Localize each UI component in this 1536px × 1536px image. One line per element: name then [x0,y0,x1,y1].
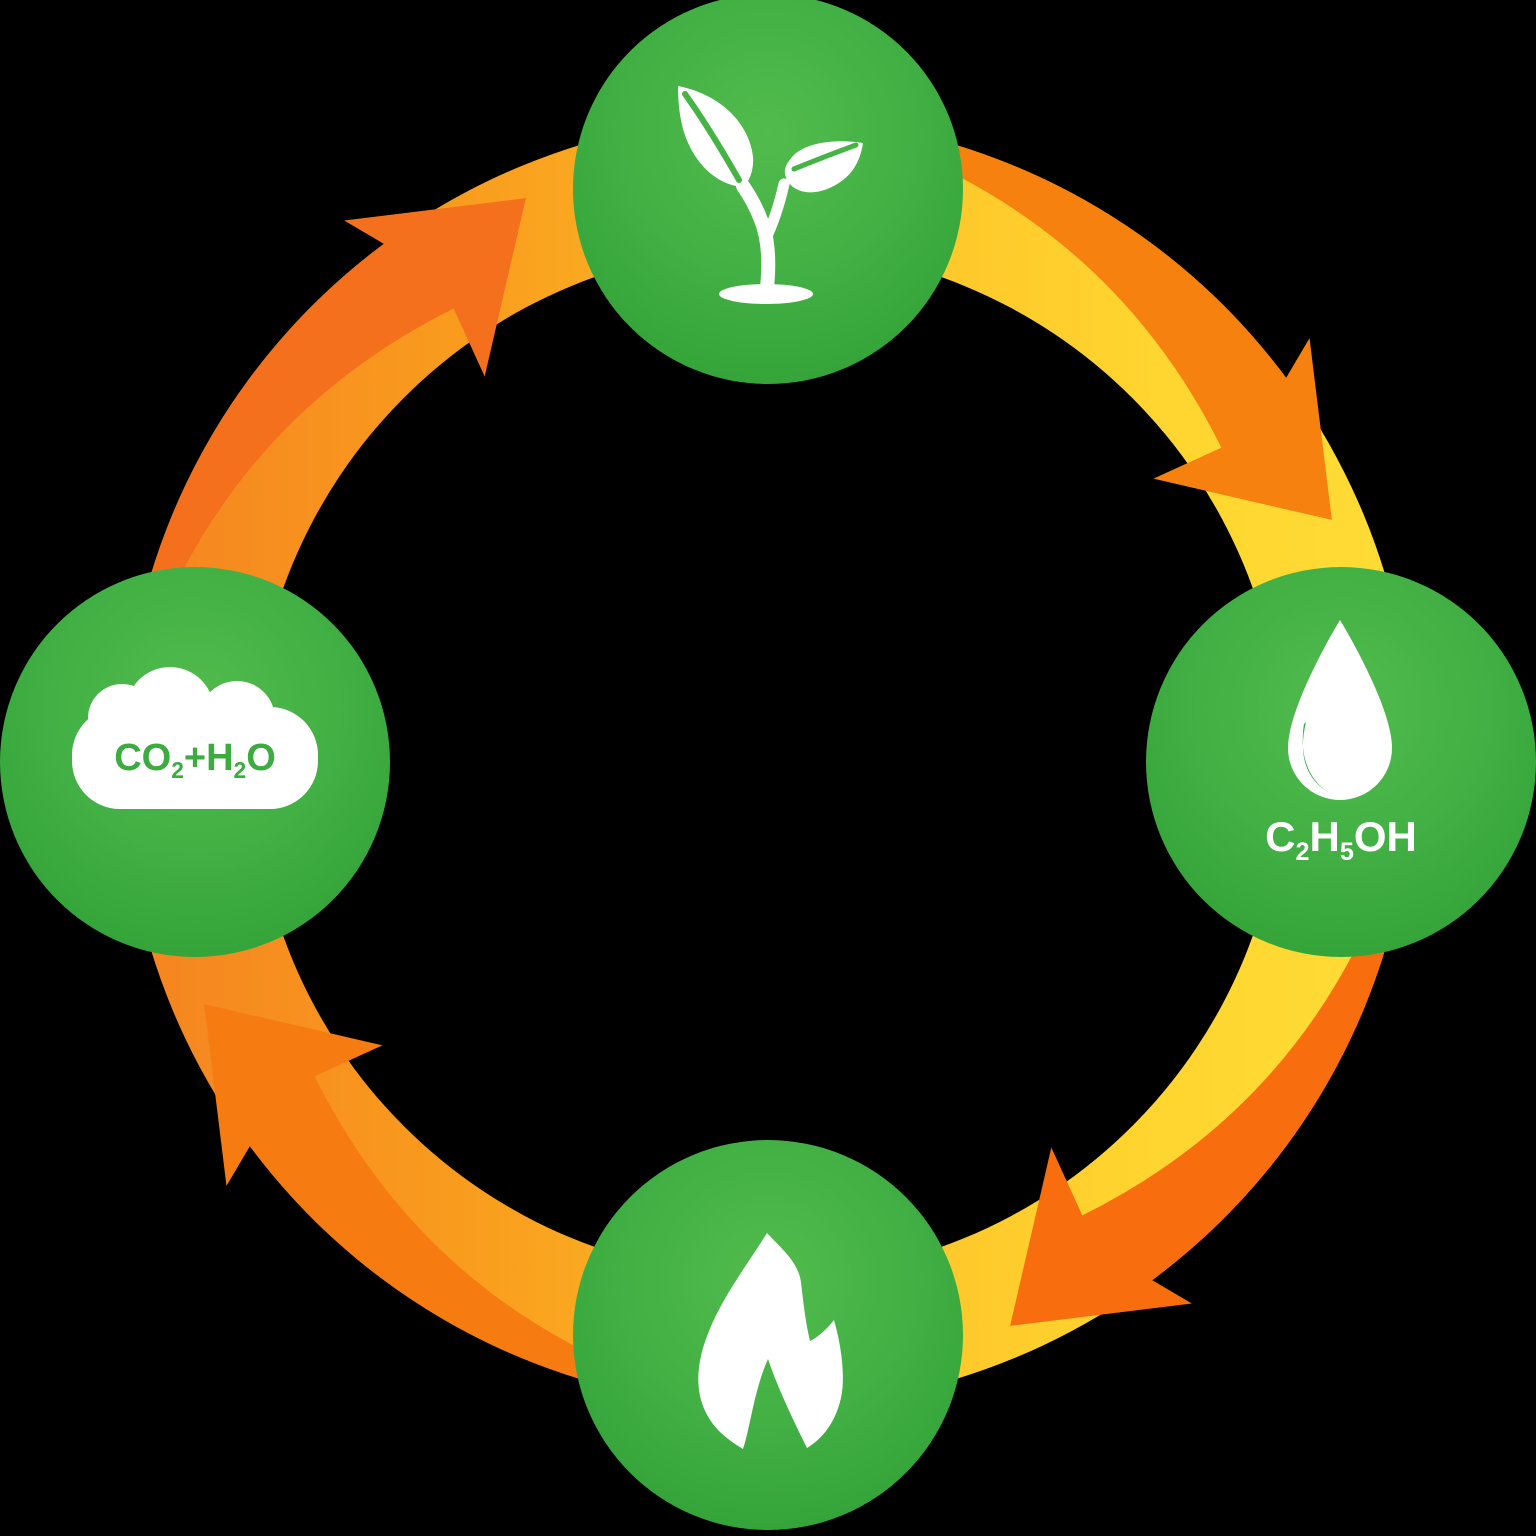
cycle-ring-stripe-se [1058,861,1406,1309]
formula-text: OH [1353,813,1417,860]
water-drop-icon [1288,620,1392,800]
formula-text: H [1309,813,1340,860]
cycle-arrowhead-nw [344,198,526,377]
emissions-formula-label: CO2+H2O [0,737,390,783]
formula-text: C [1265,813,1296,860]
cycle-ring-stripe-sw [221,1052,669,1400]
cycle-arrowhead-se [1010,1147,1192,1326]
flame-icon [698,1233,843,1449]
formula-subscript: 2 [233,756,247,783]
formula-text: CO [114,737,172,779]
cycle-ring-stripe-ne [867,124,1315,472]
formula-text: O [246,737,276,779]
water-drop-shape [1288,620,1392,800]
node-emissions: CO2+H2O [0,567,390,957]
seedling-icon [678,86,863,304]
formula-text: +H [183,737,234,779]
formula-subscript: 5 [1339,837,1354,866]
cloud-icon [72,667,318,809]
seedling-stem [736,179,776,303]
node-plant [573,0,963,384]
seedling-left-leaf-vein [682,91,742,183]
cycle-arrowhead-ne [1153,338,1332,520]
seedling-stem-branch [759,178,790,246]
node-combustion [573,1140,963,1530]
cycle-arrowhead-sw [204,1004,383,1186]
formula-subscript: 2 [1295,837,1310,866]
cloud-shape [72,667,318,809]
seedling-right-leaf-vein [791,142,859,172]
flame-shape [698,1233,843,1449]
seedling-right-leaf [784,141,863,193]
formula-subscript: 2 [171,756,184,783]
cloud-base [72,707,318,809]
cycle-ring-stripe-nw [130,215,478,663]
node-ethanol: C2H5OH [1146,567,1536,957]
ethanol-formula-label: C2H5OH [1146,813,1536,866]
